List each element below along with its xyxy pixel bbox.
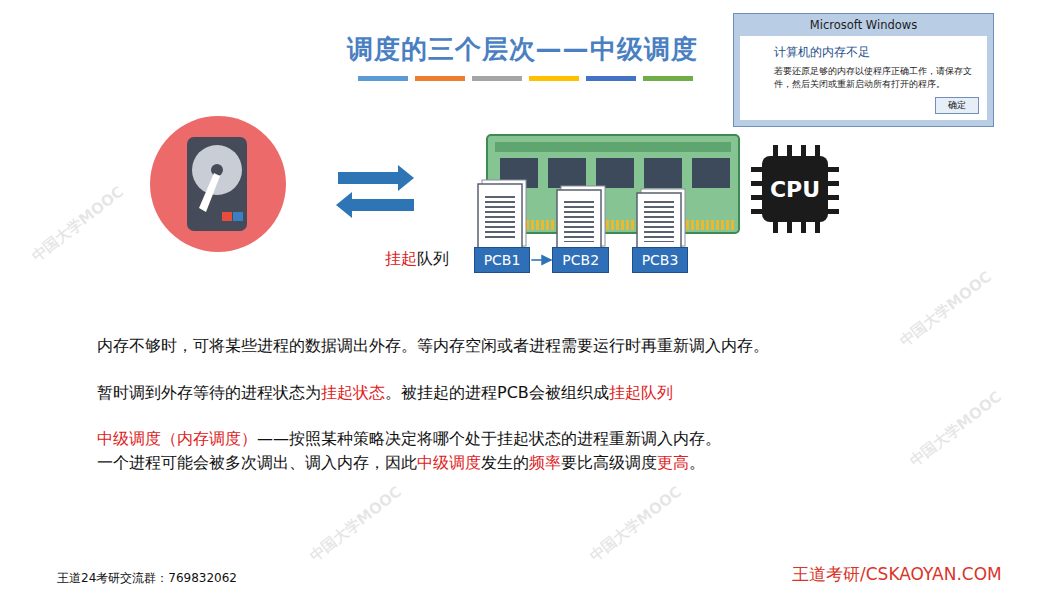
body-text: 一个进程可能会被多次调出、调入内存，因此中级调度发生的频率要比高级调度更高。 [97,452,705,474]
ok-button: 确定 [935,97,979,114]
cpu-pins [827,195,839,200]
pcb-box: PCB1 [474,247,531,273]
hard-disk-icon [222,212,232,221]
memory-module [492,220,734,230]
body-text: 中级调度（内存调度）——按照某种策略决定将哪个处于挂起状态的进程重新调入内存。 [97,428,721,450]
cpu-pins [751,145,839,233]
plain-text: 发生的 [481,453,529,472]
node-label: 确定 [948,100,966,110]
title-underline [586,76,636,81]
pcb-document [485,193,515,241]
plain-text: 。 [689,453,705,472]
dialog-title: Microsoft Windows [740,14,987,36]
watermark: 中国大学MOOC [896,268,996,352]
hard-disk-icon [192,145,242,195]
cpu-pins [827,209,839,214]
cpu-pins [801,221,806,233]
plain-text: 暂时调到外存等待的进程状态为 [97,383,321,402]
memory-module [644,158,682,188]
watermark: 中国大学MOOC [306,483,406,567]
pcb-box: PCB3 [632,247,689,273]
dialog-panel: 计算机的内存不足若要还原足够的内存以使程序正确工作，请保存文件，然后关闭或重新启… [740,36,987,120]
watermark: 中国大学MOOC [906,388,1006,472]
pcb-document [478,180,685,248]
footer-note: 王道24考研交流群：769832062 [57,567,237,589]
body-text: 暂时调到外存等待的进程状态为挂起状态。被挂起的进程PCB会被组织成挂起队列 [97,382,673,404]
pcb-document [478,184,522,248]
highlight-text: 挂起 [385,249,417,268]
swap-arrows [338,165,414,191]
memory-module [548,158,586,188]
swap-arrows [336,192,414,218]
cpu-chip: CPU [762,156,828,222]
plain-text: ——按照某种策略决定将哪个处于挂起状态的进程重新调入内存。 [257,429,721,448]
highlight-text: 王道考研/CSKAOYAN.COM [792,564,1002,584]
queue-label: 挂起队列 [385,248,449,270]
pcb-document [557,190,601,248]
highlight-text: 更高 [657,453,689,472]
title-underline [529,76,579,81]
watermark: 中国大学MOOC [28,183,128,267]
plain-text: 队列 [417,249,449,268]
hard-disk-icon [150,116,286,252]
plain-text: 要比高级调度 [561,453,657,472]
cpu-pins [827,167,839,172]
hard-disk-icon [199,173,220,212]
plain-text: 内存不够时，可将某些进程的数据调出外存。等内存空闲或者进程需要运行时再重新调入内… [97,336,769,355]
highlight-text: 挂起状态 [321,383,385,402]
highlight-text: 中级调度（内存调度） [97,429,257,448]
plain-text: 王道24考研交流群：769832062 [57,571,237,585]
cpu-pins [815,221,820,233]
dialog-message: 若要还原足够的内存以使程序正确工作，请保存文件，然后关闭或重新启动所有打开的程序… [774,65,979,91]
memory-module [495,142,731,152]
memory-module [692,158,730,188]
cpu-pins [773,221,778,233]
watermark: 中国大学MOOC [586,483,686,567]
pcb-document [637,193,681,248]
title-underline [415,76,465,81]
error-dialog: Microsoft Windows计算机的内存不足若要还原足够的内存以使程序正确… [733,13,994,127]
node-label: CPU [770,177,820,202]
hard-disk-icon [233,212,243,221]
swap-arrows [336,165,414,218]
cpu-pins [827,181,839,186]
plain-text: 一个进程可能会被多次调出、调入内存，因此 [97,453,417,472]
highlight-text: 中级调度 [417,453,481,472]
cpu-pins [787,221,792,233]
hard-disk-icon [211,164,223,176]
pcb-document [564,198,594,242]
node-label: PCB3 [642,252,679,268]
pcb-document [644,201,674,242]
node-label: PCB1 [484,252,521,268]
title-underline [643,76,693,81]
title-underline [358,76,693,81]
footer-brand: 王道考研/CSKAOYAN.COM [792,563,1002,585]
plain-text: 。被挂起的进程PCB会被组织成 [385,383,609,402]
title-underline [472,76,522,81]
dialog-heading: 计算机的内存不足 [774,44,979,60]
body-text: 内存不够时，可将某些进程的数据调出外存。等内存空闲或者进程需要运行时再重新调入内… [97,335,769,357]
queue-link [531,259,551,261]
highlight-text: 频率 [529,453,561,472]
hard-disk-icon [150,116,286,252]
hard-disk-icon [187,137,247,231]
title-underline [358,76,408,81]
node-label: PCB2 [562,252,599,268]
pcb-box: PCB2 [552,247,609,273]
memory-module [596,158,634,188]
highlight-text: 挂起队列 [609,383,673,402]
